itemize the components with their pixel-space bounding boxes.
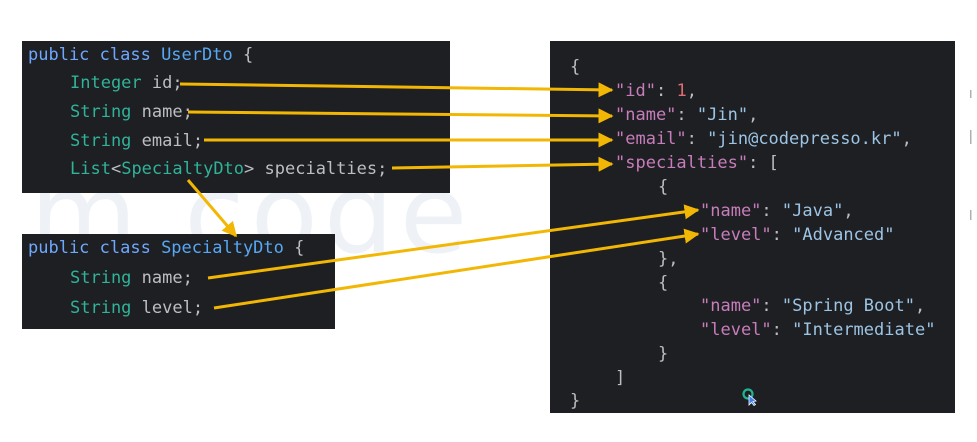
json-object1-name: "name": "Java", [700, 201, 854, 221]
json-output-panel: { "id": 1, "name": "Jin", "email": "jin@… [550, 41, 955, 413]
arrow-spec-level-to-json [213, 228, 700, 310]
specialtydto-class-declaration: public class SpecialtyDto { [28, 238, 305, 258]
arrow-specialties-to-json [391, 156, 614, 172]
arrow-id-to-json [179, 82, 614, 98]
json-object2-name: "name": "Spring Boot", [700, 296, 926, 316]
userdto-field-specialties: List<SpecialtyDto> specialties; [70, 159, 388, 179]
json-close-brace: } [570, 391, 581, 411]
userdto-class-declaration: public class UserDto { [28, 45, 254, 65]
mouse-cursor-icon [742, 388, 757, 406]
userdto-code-panel: public class UserDto { Integer id; Strin… [22, 41, 450, 193]
json-array-close: ] [615, 368, 626, 388]
specialtydto-field-level: String level; [70, 298, 204, 318]
arrow-specialties-to-specialtydto [186, 179, 238, 238]
userdto-field-email: String email; [70, 131, 204, 151]
arrow-name-to-json [187, 108, 614, 124]
json-name-entry: "name": "Jin", [615, 105, 759, 125]
specialtydto-field-name: String name; [70, 268, 193, 288]
arrow-spec-name-to-json [207, 204, 700, 280]
json-object2-open: { [658, 273, 669, 293]
edge-marks [970, 90, 972, 220]
json-object1-level: "level": "Advanced" [700, 225, 895, 245]
json-object1-open: { [658, 177, 669, 197]
userdto-field-name: String name; [70, 102, 193, 122]
json-specialties-entry: "specialties": [ [615, 153, 779, 173]
specialtydto-code-panel: public class SpecialtyDto { String name;… [22, 234, 335, 329]
json-open-brace: { [570, 57, 581, 77]
json-object2-close: } [658, 344, 669, 364]
json-id-entry: "id": 1, [615, 81, 697, 101]
json-email-entry: "email": "jin@codepresso.kr", [615, 129, 912, 149]
userdto-field-id: Integer id; [70, 73, 183, 93]
json-object1-close: }, [658, 249, 679, 269]
json-object2-level: "level": "Intermediate" [700, 320, 936, 340]
